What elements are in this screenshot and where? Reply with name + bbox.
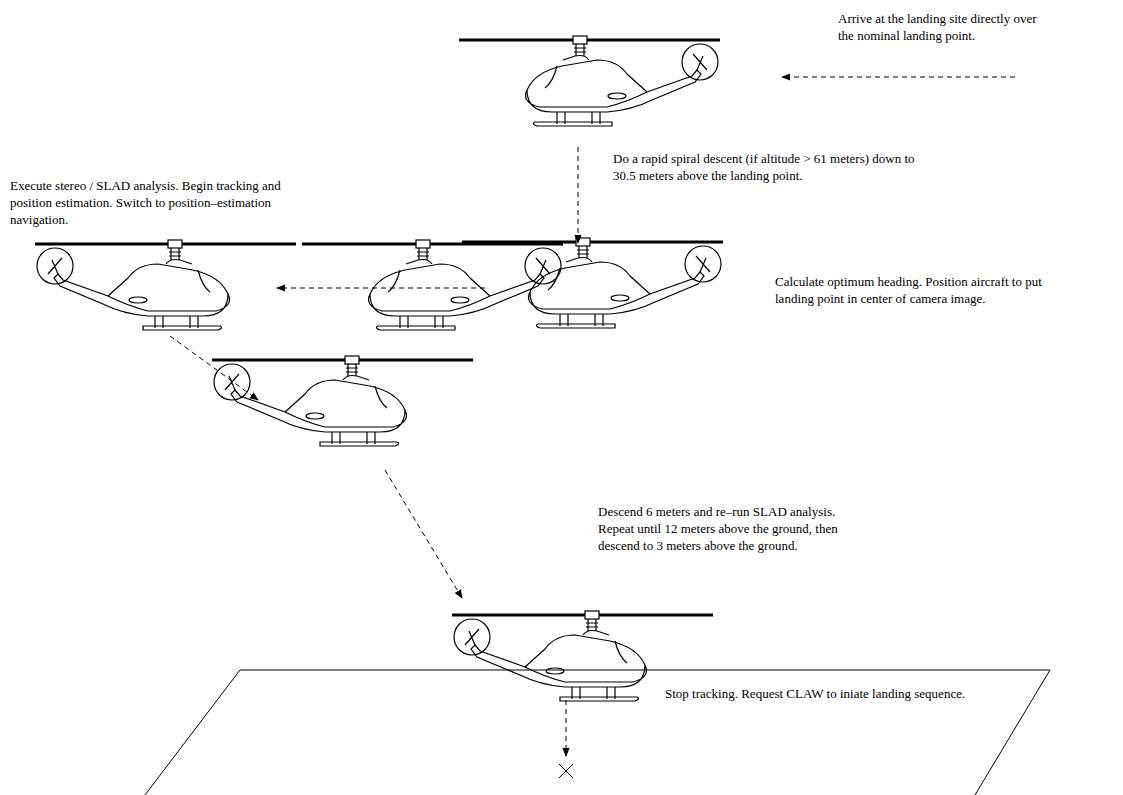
step-note: Stop tracking. Request CLAW to iniate la… <box>665 685 1105 702</box>
flow-arrow <box>385 470 462 598</box>
helicopter <box>35 240 296 330</box>
step-note: Do a rapid spiral descent (if altitude >… <box>613 150 931 184</box>
step-note: Calculate optimum heading. Position airc… <box>775 273 1080 307</box>
flow-arrow <box>566 700 567 756</box>
flow-arrow <box>578 147 579 243</box>
helicopter <box>212 356 473 446</box>
step-note: Descend 6 meters and re–run SLAD analysi… <box>598 503 866 554</box>
flow-arrow <box>277 288 485 289</box>
landing-point <box>559 764 573 778</box>
step-note: Execute stereo / SLAD analysis. Begin tr… <box>10 177 318 228</box>
helicopter <box>459 36 720 126</box>
helicopter <box>302 240 563 330</box>
flow-arrow <box>170 336 258 400</box>
step-note: Arrive at the landing site directly over… <box>838 10 1053 44</box>
helicopter <box>462 238 723 328</box>
flow-arrow <box>782 77 1015 78</box>
